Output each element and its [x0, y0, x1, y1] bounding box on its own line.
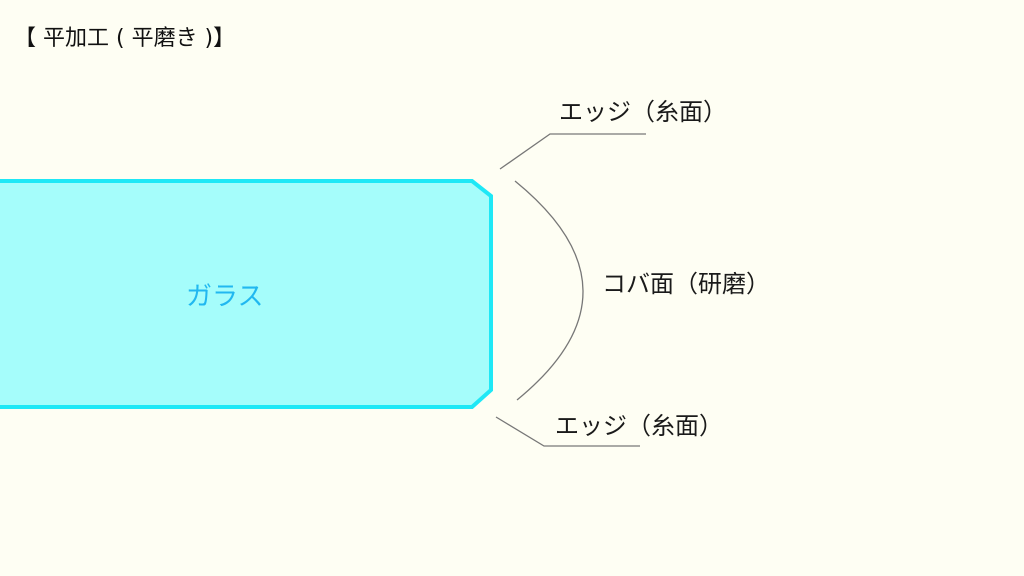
edge-bottom-leader-line — [495, 416, 640, 447]
edge-top-leader-line — [499, 133, 646, 170]
side-face-label: コバ面（研磨） — [602, 270, 770, 298]
edge-bottom-label: エッジ（糸面） — [555, 412, 723, 440]
edge-top-label: エッジ（糸面） — [559, 98, 727, 126]
side-face-arc — [514, 180, 584, 401]
glass-label: ガラス — [186, 282, 264, 312]
page-title: 【 平加工 ( 平磨き )】 — [14, 26, 236, 51]
glass-shape — [0, 179, 493, 409]
